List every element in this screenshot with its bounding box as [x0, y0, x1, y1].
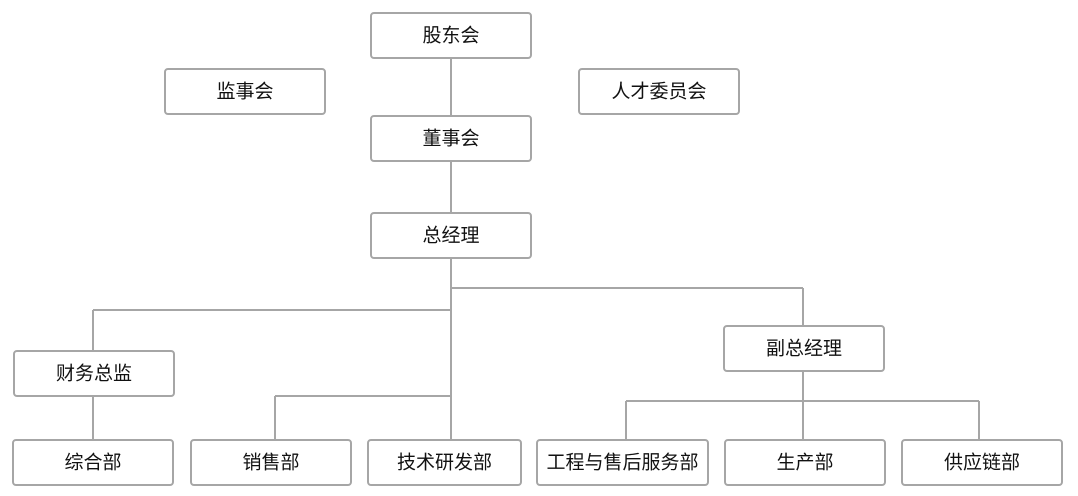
node-gm: 总经理 — [370, 212, 532, 259]
node-talent-committee-label: 人才委员会 — [611, 81, 706, 103]
node-deputy-gm: 副总经理 — [723, 325, 885, 372]
node-gm-label: 总经理 — [422, 225, 479, 247]
node-cfo-box — [13, 350, 175, 397]
node-production-dept: 生产部 — [724, 439, 886, 486]
node-gm-box — [370, 212, 532, 259]
node-engineering-service-dept-label: 工程与售后服务部 — [546, 452, 698, 474]
node-talent-committee-box — [578, 68, 740, 115]
node-supervisors-label: 监事会 — [216, 81, 273, 103]
node-sales-dept: 销售部 — [190, 439, 352, 486]
node-general-dept-box — [12, 439, 174, 486]
node-supply-chain-dept: 供应链部 — [901, 439, 1063, 486]
node-tech-rd-dept-label: 技术研发部 — [397, 452, 492, 474]
node-engineering-service-dept-box — [536, 439, 709, 486]
node-tech-rd-dept: 技术研发部 — [367, 439, 522, 486]
node-shareholders-box — [370, 12, 532, 59]
node-board-label: 董事会 — [422, 128, 479, 150]
node-sales-dept-label: 销售部 — [242, 452, 299, 474]
node-production-dept-label: 生产部 — [776, 452, 833, 474]
node-cfo: 财务总监 — [13, 350, 175, 397]
node-sales-dept-box — [190, 439, 352, 486]
node-shareholders-label: 股东会 — [422, 25, 479, 47]
node-supervisors-box — [164, 68, 326, 115]
node-tech-rd-dept-box — [367, 439, 522, 486]
node-general-dept-label: 综合部 — [64, 452, 121, 474]
connectors — [92, 58, 980, 440]
node-production-dept-box — [724, 439, 886, 486]
node-cfo-label: 财务总监 — [56, 363, 132, 385]
node-supply-chain-dept-label: 供应链部 — [944, 452, 1020, 474]
node-board-box — [370, 115, 532, 162]
node-supply-chain-dept-box — [901, 439, 1063, 486]
node-supervisors: 监事会 — [164, 68, 326, 115]
node-engineering-service-dept: 工程与售后服务部 — [536, 439, 709, 486]
node-board: 董事会 — [370, 115, 532, 162]
node-shareholders: 股东会 — [370, 12, 532, 59]
node-deputy-gm-label: 副总经理 — [766, 338, 842, 360]
node-deputy-gm-box — [723, 325, 885, 372]
node-general-dept: 综合部 — [12, 439, 174, 486]
node-talent-committee: 人才委员会 — [578, 68, 740, 115]
